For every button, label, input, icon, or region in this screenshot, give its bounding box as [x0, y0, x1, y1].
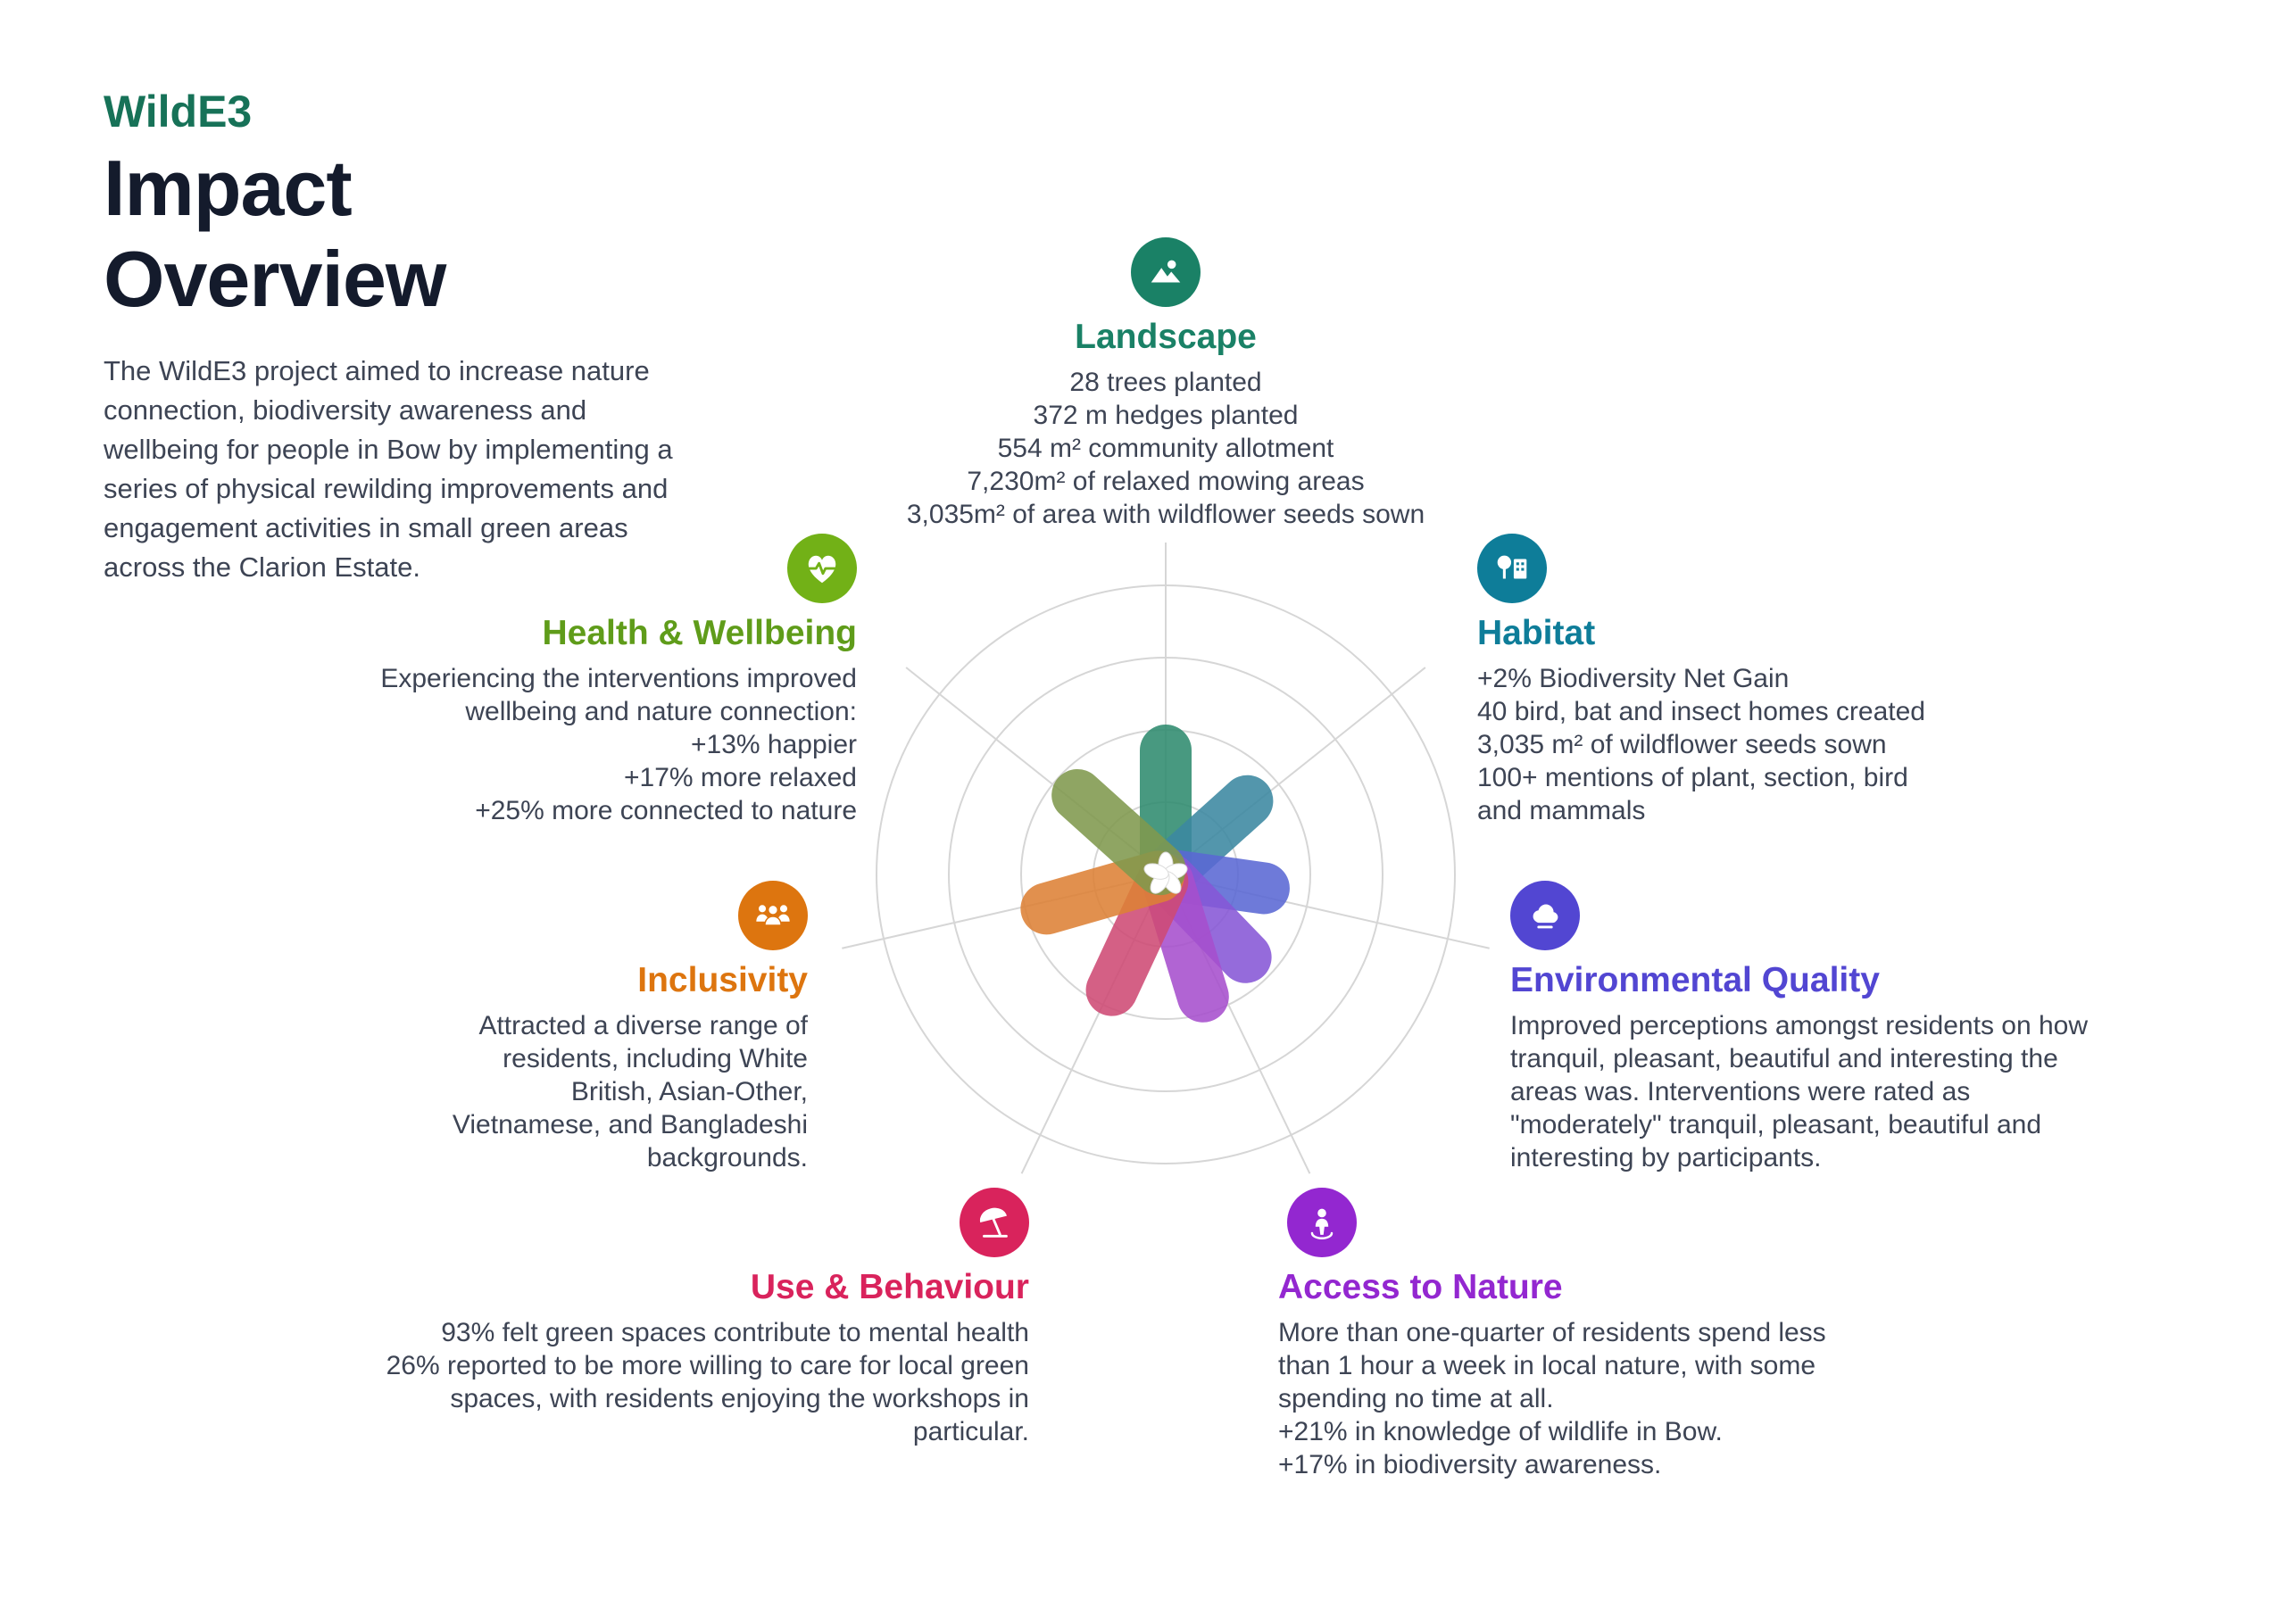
stat-line: 28 trees planted: [1069, 368, 1262, 397]
section-environmental-quality: Environmental Quality Improved perceptio…: [1510, 881, 2108, 1174]
intro-text: The WildE3 project aimed to increase nat…: [104, 355, 673, 583]
section-body: 93% felt green spaces contribute to ment…: [378, 1316, 1029, 1448]
section-use-behaviour: Use & Behaviour 93% felt green spaces co…: [369, 1188, 1029, 1448]
brand: WildE3: [104, 87, 253, 137]
section-body: Experiencing the interventions improved …: [335, 662, 857, 827]
stat-line: 100+ mentions of plant, section, bird an…: [1477, 763, 1908, 825]
stat-line: +21% in knowledge of wildlife in Bow.: [1278, 1417, 1723, 1446]
section-body: Improved perceptions amongst residents o…: [1510, 1009, 2104, 1174]
stat-line: +25% more connected to nature: [475, 796, 857, 825]
stat-line: +17% in biodiversity awareness.: [1278, 1450, 1662, 1479]
section-title: Inclusivity: [637, 961, 808, 999]
tree-city-icon: [1477, 534, 1547, 603]
stat-line: More than one-quarter of residents spend…: [1278, 1318, 1826, 1413]
flower-chart: [842, 543, 1490, 1174]
stat-line: Attracted a diverse range of residents, …: [452, 1011, 808, 1172]
header: WildE3 Impact Overview The WildE3 projec…: [104, 86, 693, 587]
section-title: Access to Nature: [1278, 1268, 1563, 1306]
stat-line: 372 m hedges planted: [1033, 401, 1299, 430]
stat-line: 26% reported to be more willing to care …: [386, 1351, 1029, 1446]
section-title: Landscape: [1075, 318, 1257, 356]
section-landscape: Landscape 28 trees planted 372 m hedges …: [809, 237, 1523, 531]
section-title: Use & Behaviour: [750, 1268, 1029, 1306]
section-health-wellbeing: Health & Wellbeing Experiencing the inte…: [321, 534, 857, 827]
section-access-to-nature: Access to Nature More than one-quarter o…: [1278, 1188, 1894, 1481]
page-title: Impact Overview: [104, 144, 446, 323]
stat-line: 40 bird, bat and insect homes created: [1477, 697, 1925, 726]
beach-umbrella-icon: [960, 1188, 1029, 1257]
section-body: More than one-quarter of residents spend…: [1278, 1316, 1885, 1481]
stat-line: 93% felt green spaces contribute to ment…: [441, 1318, 1029, 1347]
section-title: Habitat: [1477, 614, 1596, 652]
stat-line: 3,035m² of area with wildflower seeds so…: [906, 500, 1425, 529]
mountain-sun-icon: [1131, 237, 1201, 307]
stat-line: 3,035 m² of wildflower seeds sown: [1477, 730, 1887, 759]
person-pin-icon: [1287, 1188, 1357, 1257]
stat-line: +13% happier: [691, 730, 857, 759]
section-body: Attracted a diverse range of residents, …: [433, 1009, 808, 1174]
stat-line: 554 m² community allotment: [997, 434, 1334, 463]
section-habitat: Habitat +2% Biodiversity Net Gain 40 bir…: [1477, 534, 1977, 827]
section-body: 28 trees planted 372 m hedges planted 55…: [907, 366, 1425, 531]
stat-line: 7,230m² of relaxed mowing areas: [967, 467, 1365, 496]
stat-line: +2% Biodiversity Net Gain: [1477, 664, 1790, 693]
section-title: Health & Wellbeing: [542, 614, 858, 652]
section-inclusivity: Inclusivity Attracted a diverse range of…: [433, 881, 808, 1174]
stat-line: +17% more relaxed: [624, 763, 857, 792]
heart-pulse-icon: [787, 534, 857, 603]
section-title: Environmental Quality: [1510, 961, 1880, 999]
flower-chart-wrap: [827, 535, 1505, 1214]
stat-line: Improved perceptions amongst residents o…: [1510, 1011, 2089, 1172]
section-body: +2% Biodiversity Net Gain 40 bird, bat a…: [1477, 662, 1959, 827]
users-icon: [738, 881, 808, 950]
cloud-icon: [1510, 881, 1580, 950]
stat-line: Experiencing the interventions improved …: [380, 664, 857, 726]
